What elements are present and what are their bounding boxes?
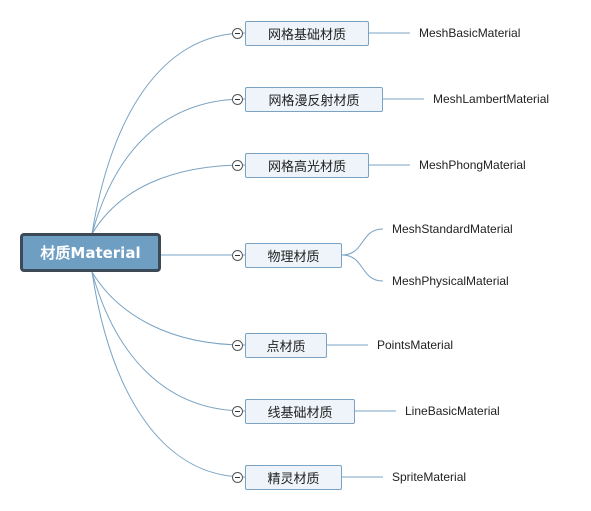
branch-topic-line-basic[interactable]: 线基础材质	[245, 399, 355, 424]
root-connector-6	[91, 271, 246, 412]
leaf-topic-sprite-material[interactable]: SpriteMaterial	[392, 470, 467, 484]
root-connector-1	[91, 32, 246, 235]
branch-topic-mesh-phong[interactable]: 网格高光材质	[245, 153, 369, 178]
branch-topic-physical[interactable]: 物理材质	[245, 243, 342, 268]
root-connector-2	[91, 98, 246, 235]
branch-topic-points[interactable]: 点材质	[245, 333, 327, 358]
leaf-topic-mesh-standard-material[interactable]: MeshStandardMaterial	[392, 222, 513, 236]
leaf-topic-mesh-physical-material[interactable]: MeshPhysicalMaterial	[392, 274, 509, 288]
collapse-toggle-icon[interactable]	[232, 472, 243, 483]
leaf-topic-mesh-lambert-material[interactable]: MeshLambertMaterial	[433, 92, 550, 106]
leaf-connector-4b	[341, 254, 384, 282]
branch-topic-mesh-lambert[interactable]: 网格漫反射材质	[245, 87, 383, 112]
collapse-toggle-icon[interactable]	[232, 250, 243, 261]
leaf-topic-mesh-phong-material[interactable]: MeshPhongMaterial	[419, 158, 526, 172]
root-connector-5	[91, 271, 246, 346]
collapse-toggle-icon[interactable]	[232, 160, 243, 171]
collapse-toggle-icon[interactable]	[232, 94, 243, 105]
root-topic[interactable]: 材质Material	[20, 233, 161, 272]
collapse-toggle-icon[interactable]	[232, 28, 243, 39]
branch-topic-mesh-basic[interactable]: 网格基础材质	[245, 21, 369, 46]
collapse-toggle-icon[interactable]	[232, 340, 243, 351]
root-connector-7	[91, 271, 246, 478]
collapse-toggle-icon[interactable]	[232, 406, 243, 417]
branch-topic-sprite[interactable]: 精灵材质	[245, 465, 342, 490]
leaf-topic-line-basic-material[interactable]: LineBasicMaterial	[405, 404, 500, 418]
leaf-topic-points-material[interactable]: PointsMaterial	[377, 338, 454, 352]
leaf-connector-4a	[341, 228, 384, 256]
root-connector-3	[91, 164, 246, 235]
leaf-topic-mesh-basic-material[interactable]: MeshBasicMaterial	[419, 26, 521, 40]
